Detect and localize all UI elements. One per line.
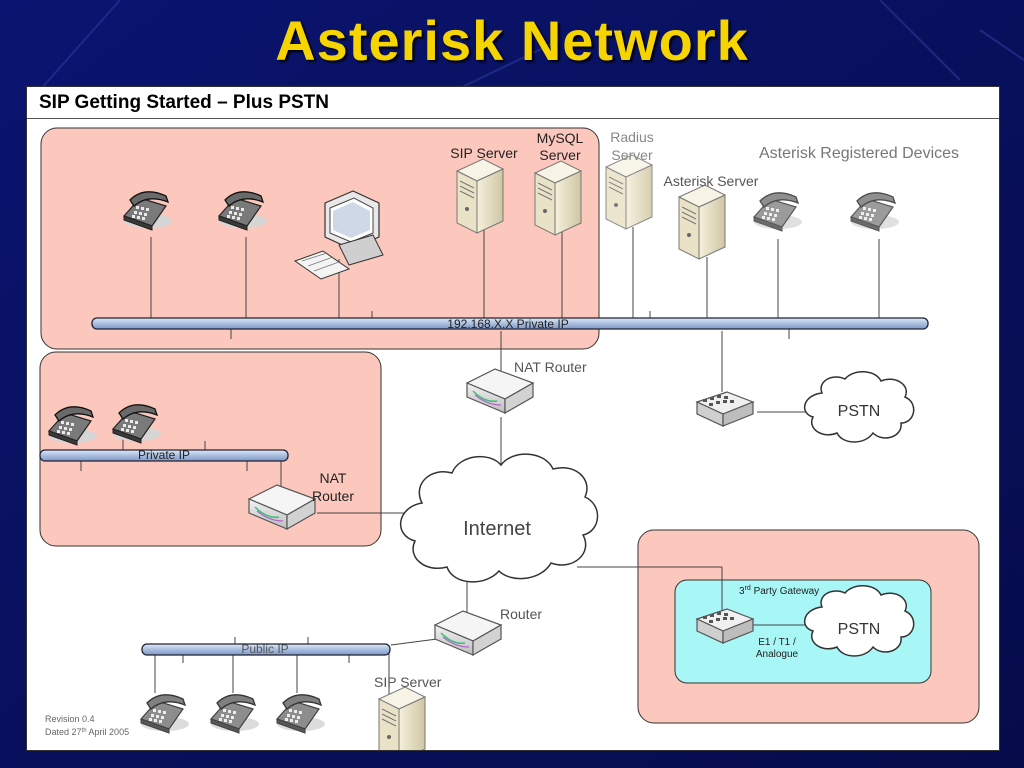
pstn-gateway-cloud-icon — [803, 585, 915, 657]
phone-icon — [210, 694, 260, 734]
radius-server-label-line1: Radius — [610, 129, 654, 145]
e1-t1-label-line2: Analogue — [756, 649, 799, 660]
diagram-title: SIP Getting Started – Plus PSTN — [39, 92, 329, 113]
phone-icon — [276, 694, 326, 734]
router-icon — [434, 610, 502, 656]
public-lan-bus — [141, 643, 391, 656]
mysql-server-icon — [534, 160, 582, 236]
network-diagram: 192.168.X.X Private IP Private IP Public… — [39, 127, 980, 750]
radius-server-icon — [605, 154, 653, 230]
radius-server-label-line2: Server — [611, 147, 653, 163]
branch-lan-bus — [39, 449, 289, 462]
gateway-label: 3rd Party Gateway — [739, 585, 819, 597]
router-label: Router — [500, 606, 542, 622]
pstn-switch-icon — [696, 391, 754, 427]
private-lan-bus — [91, 317, 929, 330]
internet-label: Internet — [463, 518, 531, 540]
revision-label: Revision 0.4 — [45, 714, 95, 724]
sip-server-bottom-label: SIP Server — [374, 674, 442, 690]
phone-icon — [140, 694, 190, 734]
sip-server-bottom-icon — [378, 686, 426, 750]
pstn-label: PSTN — [838, 403, 881, 420]
private-lan-label: 192.168.X.X Private IP — [447, 317, 568, 331]
diagram-panel: SIP Getting Started – Plus PSTN — [26, 86, 1000, 751]
phone-icon — [850, 192, 900, 232]
phone-icon — [753, 192, 803, 232]
public-lan-label: Public IP — [241, 642, 288, 656]
diagram-header: SIP Getting Started – Plus PSTN — [27, 87, 999, 119]
workstation-icon — [293, 190, 384, 280]
internet-cloud-icon — [399, 453, 599, 583]
branch-lan-label: Private IP — [138, 448, 190, 462]
sip-server-icon — [456, 158, 504, 234]
e1-t1-label-line1: E1 / T1 / — [758, 637, 796, 648]
dated-label: Dated 27th April 2005 — [45, 727, 129, 737]
registered-devices-label: Asterisk Registered Devices — [759, 145, 959, 162]
branch-zone — [39, 351, 382, 547]
nat-router-main-label: NAT Router — [514, 359, 587, 375]
mysql-server-label-line2: Server — [539, 147, 581, 163]
nat-router-branch-label-line1: NAT — [320, 470, 347, 486]
nat-router-main-icon — [466, 368, 534, 414]
asterisk-server-icon — [678, 184, 726, 260]
nat-router-branch-label-line2: Router — [312, 488, 354, 504]
sip-server-label: SIP Server — [450, 145, 518, 161]
asterisk-server-label: Asterisk Server — [664, 173, 759, 189]
private-lan-zone — [40, 127, 600, 350]
pstn-cloud-icon — [803, 371, 915, 443]
mysql-server-label-line1: MySQL — [537, 130, 584, 146]
slide-title: Asterisk Network — [275, 9, 749, 72]
pstn-gateway-label: PSTN — [838, 621, 881, 638]
